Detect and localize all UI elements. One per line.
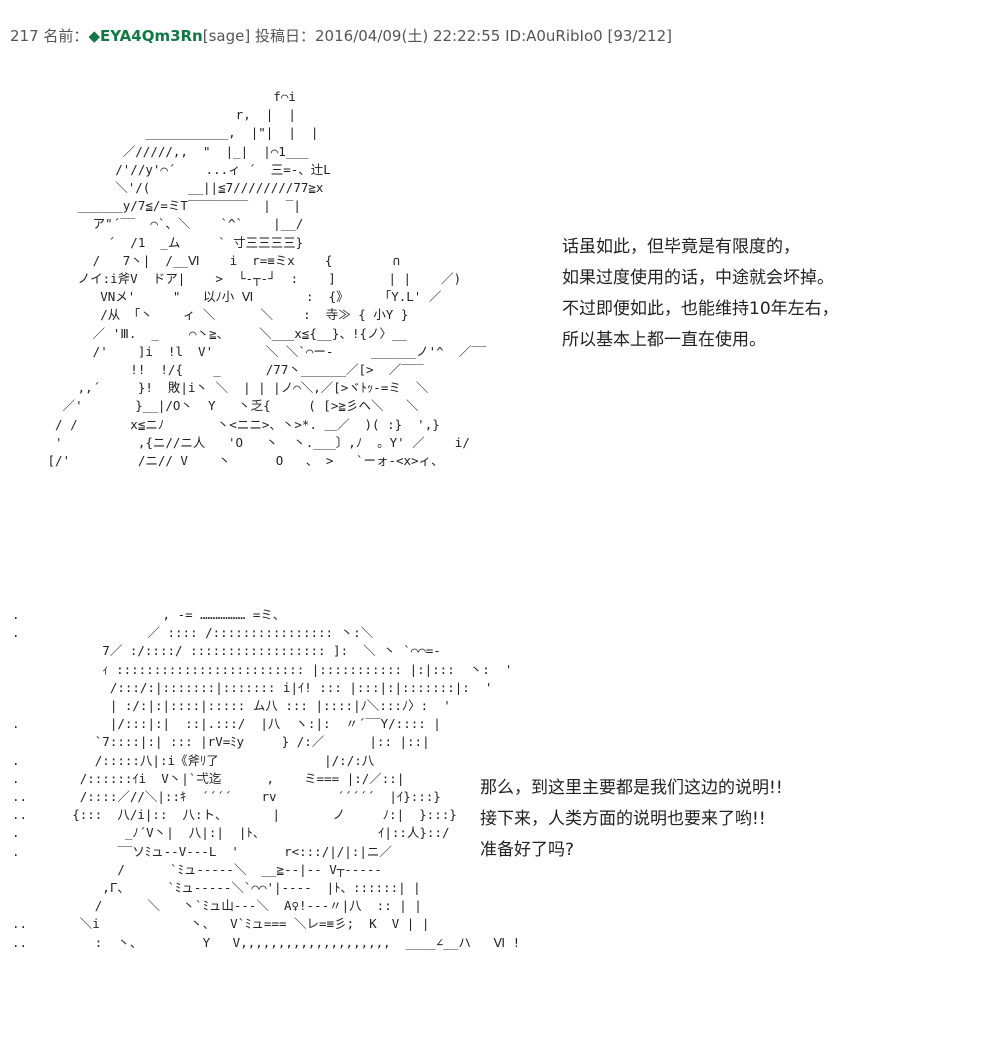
dialog-top: 话虽如此，但毕竟是有限度的， 如果过度使用的话，中途就会坏掉。 不过即便如此，也… [562, 232, 839, 356]
post-number[interactable]: 217 [10, 27, 39, 45]
ascii-art-bottom: . , -= ……………… =ミ、 . ／ :::: /::::::::::::… [12, 607, 521, 950]
poster-name: ◆EYA4Qm3Rn [88, 27, 203, 45]
dialog-bottom: 那么，到这里主要都是我们这边的说明!! 接下来，人类方面的说明也要来了哟!! 准… [480, 773, 783, 866]
dialog-line: 不过即便如此，也能维持10年左右， [562, 299, 839, 319]
dialog-line: 所以基本上都一直在使用。 [562, 330, 766, 350]
poster-id[interactable]: ID:A0uRibIo0 [505, 27, 603, 45]
name-label: 名前： [43, 27, 89, 45]
dialog-line: 准备好了吗? [480, 840, 575, 860]
dialog-line: 接下来，人类方面的说明也要来了哟!! [480, 809, 766, 829]
post-counter: [93/212] [607, 27, 672, 45]
mail-field: [sage] [202, 27, 251, 45]
dialog-line: 如果过度使用的话，中途就会坏掉。 [562, 268, 834, 288]
dialog-line: 话虽如此，但毕竟是有限度的， [562, 237, 800, 257]
date-label: 投稿日： [255, 27, 316, 45]
post-date: 2016/04/09(土) 22:22:55 [315, 27, 501, 45]
ascii-art-top: f⌒i r, | | ___________, |"| | | ／/////,,… [47, 89, 487, 469]
dialog-line: 那么，到这里主要都是我们这边的说明!! [480, 778, 783, 798]
post-header: 217 名前：◆EYA4Qm3Rn[sage] 投稿日：2016/04/09(土… [10, 26, 672, 46]
